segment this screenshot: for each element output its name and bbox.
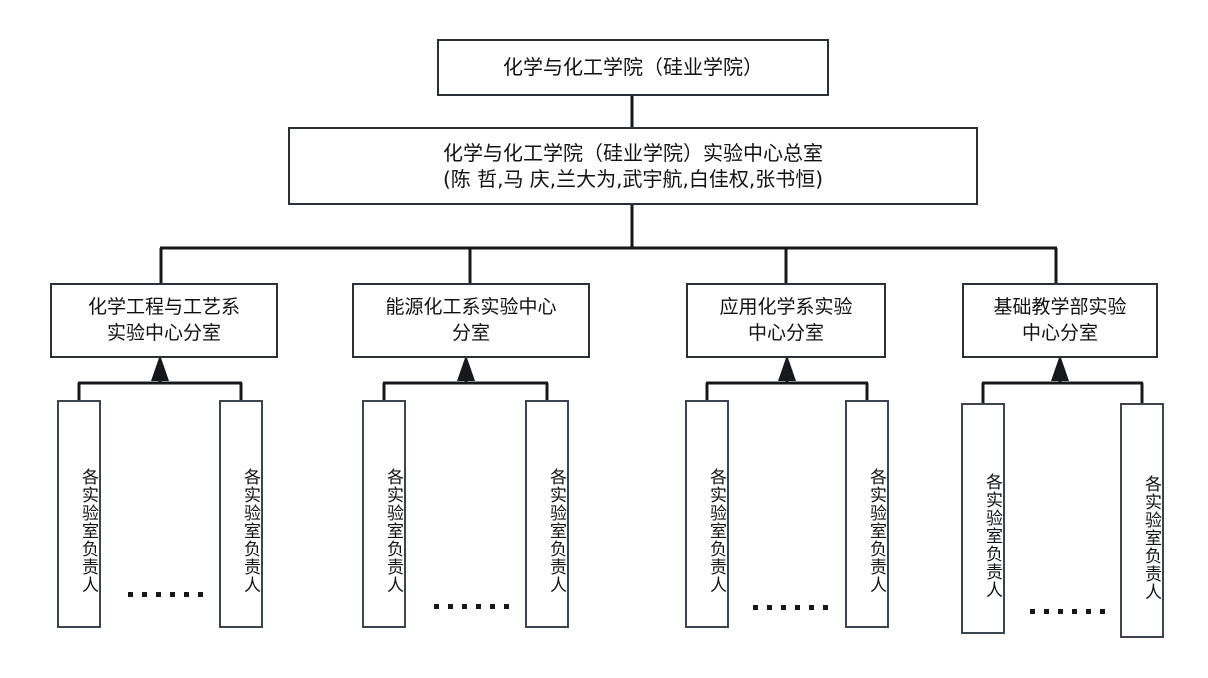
leaf-0-right-label: 各实验室负责人 xyxy=(240,468,260,594)
leaf-2-right-label: 各实验室负责人 xyxy=(866,468,886,594)
node-lab-manager-1-left[interactable]: 各实验室负责人 xyxy=(362,400,406,628)
node-lab-manager-0-right[interactable]: 各实验室负责人 xyxy=(219,400,263,628)
node-root-line-1: 化学与化工学院（硅业学院） xyxy=(503,55,763,80)
node-lab-manager-2-right[interactable]: 各实验室负责人 xyxy=(845,400,889,628)
arrowhead-dept-1 xyxy=(457,355,475,381)
dept-1-line-2: 分室 xyxy=(451,321,490,344)
leaf-0-left-label: 各实验室负责人 xyxy=(78,468,98,594)
dept-2-line-1: 应用化学系实验 xyxy=(719,296,853,319)
node-dept-applied-chemistry[interactable]: 应用化学系实验 中心分室 xyxy=(686,283,886,358)
leaf-1-right-label: 各实验室负责人 xyxy=(546,468,566,594)
node-lab-manager-0-left[interactable]: 各实验室负责人 xyxy=(57,400,101,628)
node-dept-basic-teaching[interactable]: 基础教学部实验 中心分室 xyxy=(962,283,1158,358)
node-center-members: (陈 哲,马 庆,兰大为,武宇航,白佳权,张书恒) xyxy=(442,167,824,191)
node-lab-manager-1-right[interactable]: 各实验室负责人 xyxy=(525,400,569,628)
dept-3-line-2: 中心分室 xyxy=(1021,321,1098,344)
ellipsis-group-0 xyxy=(128,592,203,597)
leaf-3-right-label: 各实验室负责人 xyxy=(1141,474,1161,601)
node-experiment-center-main[interactable]: 化学与化工学院（硅业学院）实验中心总室 (陈 哲,马 庆,兰大为,武宇航,白佳权… xyxy=(288,127,978,205)
dept-2-line-2: 中心分室 xyxy=(747,321,824,344)
arrowhead-dept-0 xyxy=(151,355,169,381)
arrowhead-dept-2 xyxy=(778,355,796,381)
dept-3-line-1: 基础教学部实验 xyxy=(993,296,1127,319)
ellipsis-group-3 xyxy=(1030,609,1105,614)
dept-1-line-1: 能源化工系实验中心 xyxy=(385,296,557,319)
leaf-3-left-label: 各实验室负责人 xyxy=(982,472,1002,599)
leaf-1-left-label: 各实验室负责人 xyxy=(383,468,403,594)
node-dept-energy-chemical[interactable]: 能源化工系实验中心 分室 xyxy=(352,283,590,358)
dept-0-line-2: 实验中心分室 xyxy=(106,321,221,344)
leaf-2-left-label: 各实验室负责人 xyxy=(706,468,726,594)
node-dept-chemical-engineering[interactable]: 化学工程与工艺系 实验中心分室 xyxy=(50,283,278,358)
node-lab-manager-3-right[interactable]: 各实验室负责人 xyxy=(1120,403,1164,638)
ellipsis-group-1 xyxy=(434,604,509,609)
node-lab-manager-2-left[interactable]: 各实验室负责人 xyxy=(685,400,729,628)
node-college-root[interactable]: 化学与化工学院（硅业学院） xyxy=(437,39,829,96)
node-center-line-1: 化学与化工学院（硅业学院）实验中心总室 xyxy=(443,140,823,165)
arrowhead-dept-3 xyxy=(1051,355,1069,381)
dept-0-line-1: 化学工程与工艺系 xyxy=(87,296,240,319)
node-lab-manager-3-left[interactable]: 各实验室负责人 xyxy=(961,403,1005,634)
ellipsis-group-2 xyxy=(753,605,828,610)
